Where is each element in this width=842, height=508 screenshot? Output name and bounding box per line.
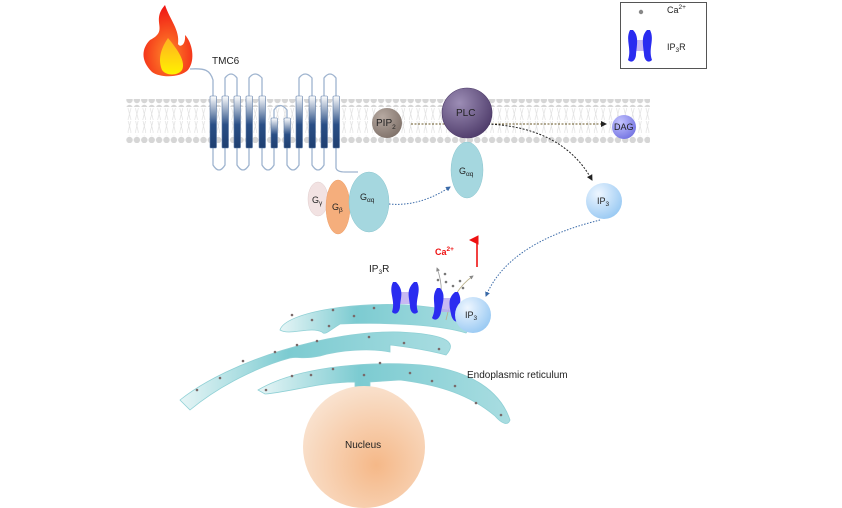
plc-enzyme: PLC bbox=[441, 87, 493, 139]
ca-superscript: 2+ bbox=[447, 246, 455, 253]
legend-ip3r-icon bbox=[628, 30, 652, 62]
g-alpha-label: G bbox=[360, 192, 367, 202]
svg-text:IP3: IP3 bbox=[465, 310, 478, 322]
gamma-subscript: γ bbox=[319, 200, 323, 207]
g-protein-trimer: Gγ Gβ Gαq bbox=[307, 171, 390, 235]
er-label: Endoplasmic reticulum bbox=[467, 370, 568, 381]
svg-text:PIP2: PIP2 bbox=[376, 118, 396, 131]
heat-fire-icon bbox=[143, 5, 193, 77]
tmc6-n-terminus bbox=[189, 68, 214, 97]
dag-molecule: DAG bbox=[612, 115, 636, 139]
legend-ca-label: Ca bbox=[667, 5, 679, 15]
tmc6-loops bbox=[212, 73, 358, 173]
g-gamma-label: G bbox=[312, 195, 319, 205]
pip2-label: PIP bbox=[376, 118, 392, 129]
ip3-molecule: IP3 bbox=[586, 183, 622, 219]
svg-text:IP3: IP3 bbox=[597, 196, 610, 208]
svg-text:Gγ: Gγ bbox=[312, 195, 323, 207]
ip3-to-receptor-arrow bbox=[485, 219, 601, 297]
plc-label: PLC bbox=[456, 108, 475, 119]
tmc6-label: TMC6 bbox=[212, 56, 240, 67]
g-beta-label: G bbox=[332, 202, 339, 212]
svg-text:Gαq: Gαq bbox=[459, 166, 474, 178]
svg-text:IP3R: IP3R bbox=[667, 42, 686, 54]
ip3-bound: IP3 bbox=[455, 297, 491, 333]
ip3-subscript: 3 bbox=[606, 201, 610, 208]
alpha-q-subscript: αq bbox=[367, 197, 375, 204]
endoplasmic-reticulum bbox=[179, 304, 511, 424]
svg-text:IP3R: IP3R bbox=[369, 264, 389, 276]
ip3r-subscript: 3 bbox=[378, 269, 382, 276]
svg-text:Gαq: Gαq bbox=[360, 192, 375, 204]
legend-ca-superscript: 2+ bbox=[679, 4, 687, 11]
dag-label: DAG bbox=[614, 122, 634, 132]
svg-text:Gβ: Gβ bbox=[332, 202, 343, 214]
beta-subscript: β bbox=[339, 207, 343, 214]
ip3r-label: IP bbox=[369, 264, 379, 275]
g-alpha-activation-arrow bbox=[388, 186, 451, 205]
pip2-subscript: 2 bbox=[392, 124, 396, 131]
ca-label: Ca bbox=[435, 247, 447, 257]
legend: Ca2+ IP3R bbox=[620, 2, 707, 69]
nucleus-label: Nucleus bbox=[345, 440, 381, 451]
legend-ip3r-label: IP bbox=[667, 42, 676, 52]
ip3r-r: R bbox=[382, 264, 389, 275]
svg-text:Ca2+: Ca2+ bbox=[667, 4, 686, 15]
plc-to-ip3-arrow bbox=[487, 123, 593, 181]
svg-text:Ca2+: Ca2+ bbox=[435, 246, 454, 257]
pip2-molecule: PIP2 bbox=[372, 108, 402, 138]
ip3r-channel-open bbox=[432, 288, 461, 322]
ip3-bound-label: IP bbox=[465, 310, 474, 320]
legend-ip3r-subscript: 3 bbox=[676, 47, 680, 54]
ip3-label: IP bbox=[597, 196, 606, 206]
g-label: G bbox=[459, 166, 466, 176]
ip3r-channel-closed bbox=[391, 282, 419, 314]
nucleus: Nucleus bbox=[303, 386, 425, 508]
g-alpha-q-active: Gαq bbox=[450, 141, 484, 199]
legend-ca-dot-icon bbox=[638, 9, 644, 15]
alpha-q-subscript: αq bbox=[466, 171, 474, 178]
ip3-bound-subscript: 3 bbox=[474, 315, 478, 322]
legend-ip3r-r: R bbox=[679, 42, 686, 52]
er-calcium-dots bbox=[195, 306, 503, 417]
tmc6-helices bbox=[209, 95, 340, 149]
